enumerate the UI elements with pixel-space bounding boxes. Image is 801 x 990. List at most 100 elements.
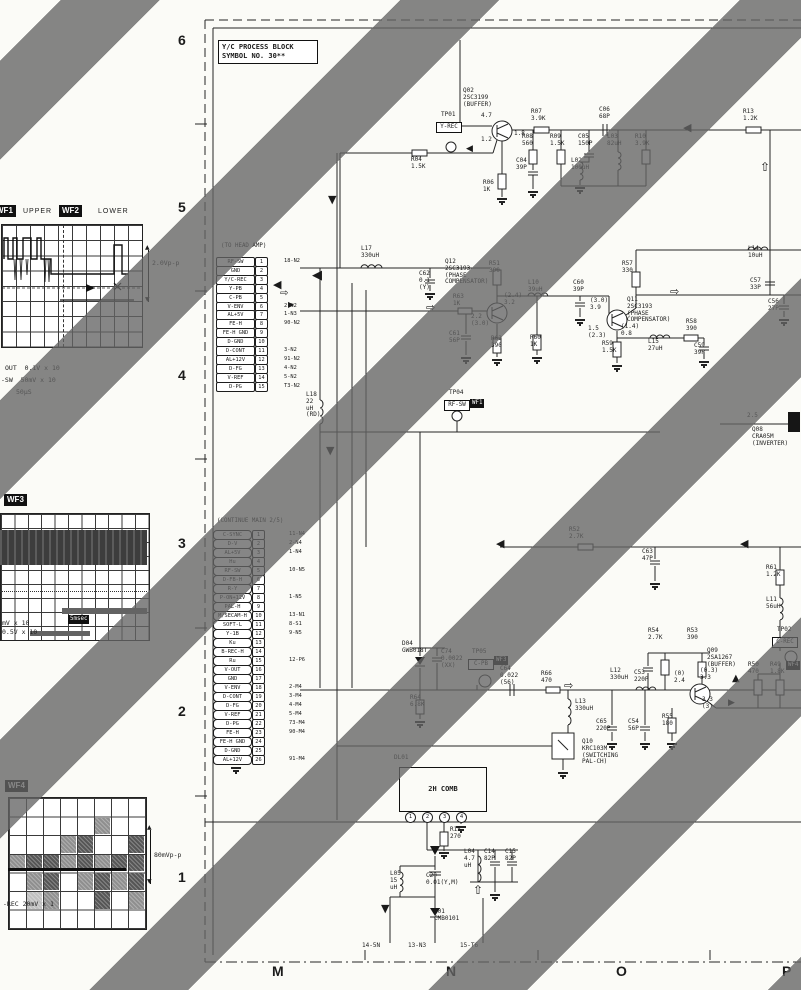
ground-symbol	[575, 319, 585, 328]
signal-arrow: ▶	[728, 698, 735, 708]
component-label: R62 390	[491, 335, 502, 349]
component-label: L10 39uH	[528, 279, 543, 293]
component-label: L18 22 uH (RD)	[306, 391, 321, 419]
testpoint-box: C-REC	[772, 637, 798, 648]
wire-label: 1-N3	[284, 311, 297, 318]
wf1-oscilloscope-grid	[1, 224, 143, 348]
component-label: Q11 2SC3193 (PHASE COMPENSATOR)	[627, 296, 671, 324]
ground-symbol	[612, 365, 622, 374]
component-label: C57 33P	[750, 277, 761, 291]
component-label: D04 GWB018T	[402, 640, 428, 654]
component-label: C59 39P	[694, 342, 705, 356]
wf3-note1: mV x 10	[2, 619, 30, 627]
ground-symbol	[699, 361, 709, 370]
delay-line-pin: 4	[456, 812, 467, 823]
component-label: (3.0) 3.9	[590, 297, 609, 311]
ground-symbol	[415, 721, 425, 730]
wire-label: 90-M4	[289, 729, 305, 735]
component-label: R64 6.8K	[410, 694, 425, 708]
delay-line-block: 2H COMB	[399, 767, 487, 812]
component-label: L12 330uH	[610, 667, 629, 681]
grid-row-label: 1	[178, 869, 186, 885]
wf1-note1: OUT 0.1V x 10	[5, 364, 60, 372]
wf4-noise-cell	[78, 836, 93, 853]
component-label: C74 0.0022 (XX)	[441, 648, 463, 669]
component-label: 1.5 (2.3)	[588, 325, 607, 339]
component-label: R13 1.2K	[743, 108, 758, 122]
signal-arrow: ▼	[381, 902, 390, 915]
component-label: Q10 KRC103M (SWITCHING PAL-CH)	[582, 738, 619, 766]
component-label: R60 1K	[530, 334, 541, 348]
wire-label: 91-M4	[289, 756, 305, 762]
component-label: C56 27P	[768, 298, 779, 312]
wf4-noise-cell	[27, 873, 42, 890]
component-label: L04 4.7 uH	[464, 848, 475, 869]
wire-label: 5-N2	[284, 373, 297, 380]
wire-label: 4-N2	[284, 364, 297, 371]
wire-label: 8-S1	[289, 621, 302, 627]
ground-symbol	[439, 852, 449, 861]
component-label: Q12 2SC3193 (PHASE COMPENSATOR)	[445, 258, 489, 286]
component-label: R06 1K	[483, 179, 494, 193]
wf3-badge: WF3	[4, 494, 27, 506]
component-label: L03 82uH	[607, 133, 622, 147]
wf1-measure-line	[148, 250, 149, 302]
wf1-amplitude: 2.0Vp-p	[152, 259, 180, 267]
wire-label: 11-N4	[289, 531, 305, 537]
signal-arrow: ⇨	[280, 288, 289, 299]
ground-symbol	[640, 743, 650, 752]
component-label: C06 68P	[599, 106, 610, 120]
wf3-signal-segment	[30, 631, 90, 636]
signal-arrow: ◀	[740, 537, 749, 550]
ground-symbol	[558, 772, 568, 781]
testpoint-id: TP02	[777, 626, 792, 633]
title-line1: Y/C PROCESS BLOCK	[222, 43, 294, 51]
signal-arrow: ◀	[683, 121, 692, 134]
component-label: L02 100uH	[571, 157, 590, 171]
component-label: R50 470	[748, 661, 759, 675]
title-line2: SYMBOL NO. 30**	[222, 52, 286, 60]
testpoint-box: Y-REC	[436, 122, 462, 133]
component-label: R09 1.5K	[550, 133, 565, 147]
component-label: R04 1.5K	[411, 156, 426, 170]
ground-symbol	[667, 743, 677, 752]
delay-line-pin: 3	[439, 812, 450, 823]
component-label: L13 330uH	[575, 698, 594, 712]
wf1-note3: 50µS	[16, 388, 32, 396]
wf4-noise-cell	[129, 892, 144, 909]
wire-label: 2-M4	[289, 684, 302, 690]
wf1-upper-label: UPPER	[23, 208, 53, 215]
component-label: C20 0.01(Y,M)	[426, 872, 459, 886]
signal-arrow: ⇨	[426, 301, 436, 314]
grid-row-label: 2	[178, 703, 186, 719]
testpoint-id: TP01	[441, 111, 456, 118]
ground-symbol	[492, 359, 502, 368]
testpoint-box: RF-SW	[444, 400, 470, 411]
component-label: (0.3) 3.3	[700, 667, 719, 681]
wf4-noise-cell	[129, 873, 144, 890]
component-label: Q08 CRA05M (INVERTER)	[752, 426, 789, 447]
wf4-noise-cell	[129, 854, 144, 872]
wf4-noise-cell	[78, 873, 93, 890]
delay-line-pin: 1	[405, 812, 416, 823]
wire-label: 13-N1	[289, 612, 305, 618]
wf1-measure-arrow-up: ▲	[145, 244, 150, 251]
component-label: C60 39P	[573, 279, 584, 293]
component-label: Q02 2SC3199 (BUFFER)	[463, 87, 492, 108]
wire-label: 5-M4	[289, 711, 302, 717]
component-label: R54 2.7K	[648, 627, 663, 641]
wf4-measure-arrow-up: ▲	[147, 824, 152, 831]
component-label: R57 330	[622, 260, 633, 274]
waveform-ref-badge: WF3	[494, 656, 509, 665]
component-label: R63 1K	[453, 293, 464, 307]
component-label: 15-T6	[460, 942, 479, 949]
wf4-trace	[8, 868, 126, 871]
component-label: R15 270	[450, 826, 461, 840]
component-label: L14 10uH	[748, 245, 763, 259]
wire-label: 1-N5	[289, 594, 302, 600]
connector-pin-number: 26	[252, 755, 265, 765]
grid-col-label: O	[616, 963, 627, 979]
connector-pin-label: AL+12V	[213, 755, 252, 765]
ground-symbol	[650, 583, 660, 592]
component-label: (0) 2.4	[674, 670, 685, 684]
